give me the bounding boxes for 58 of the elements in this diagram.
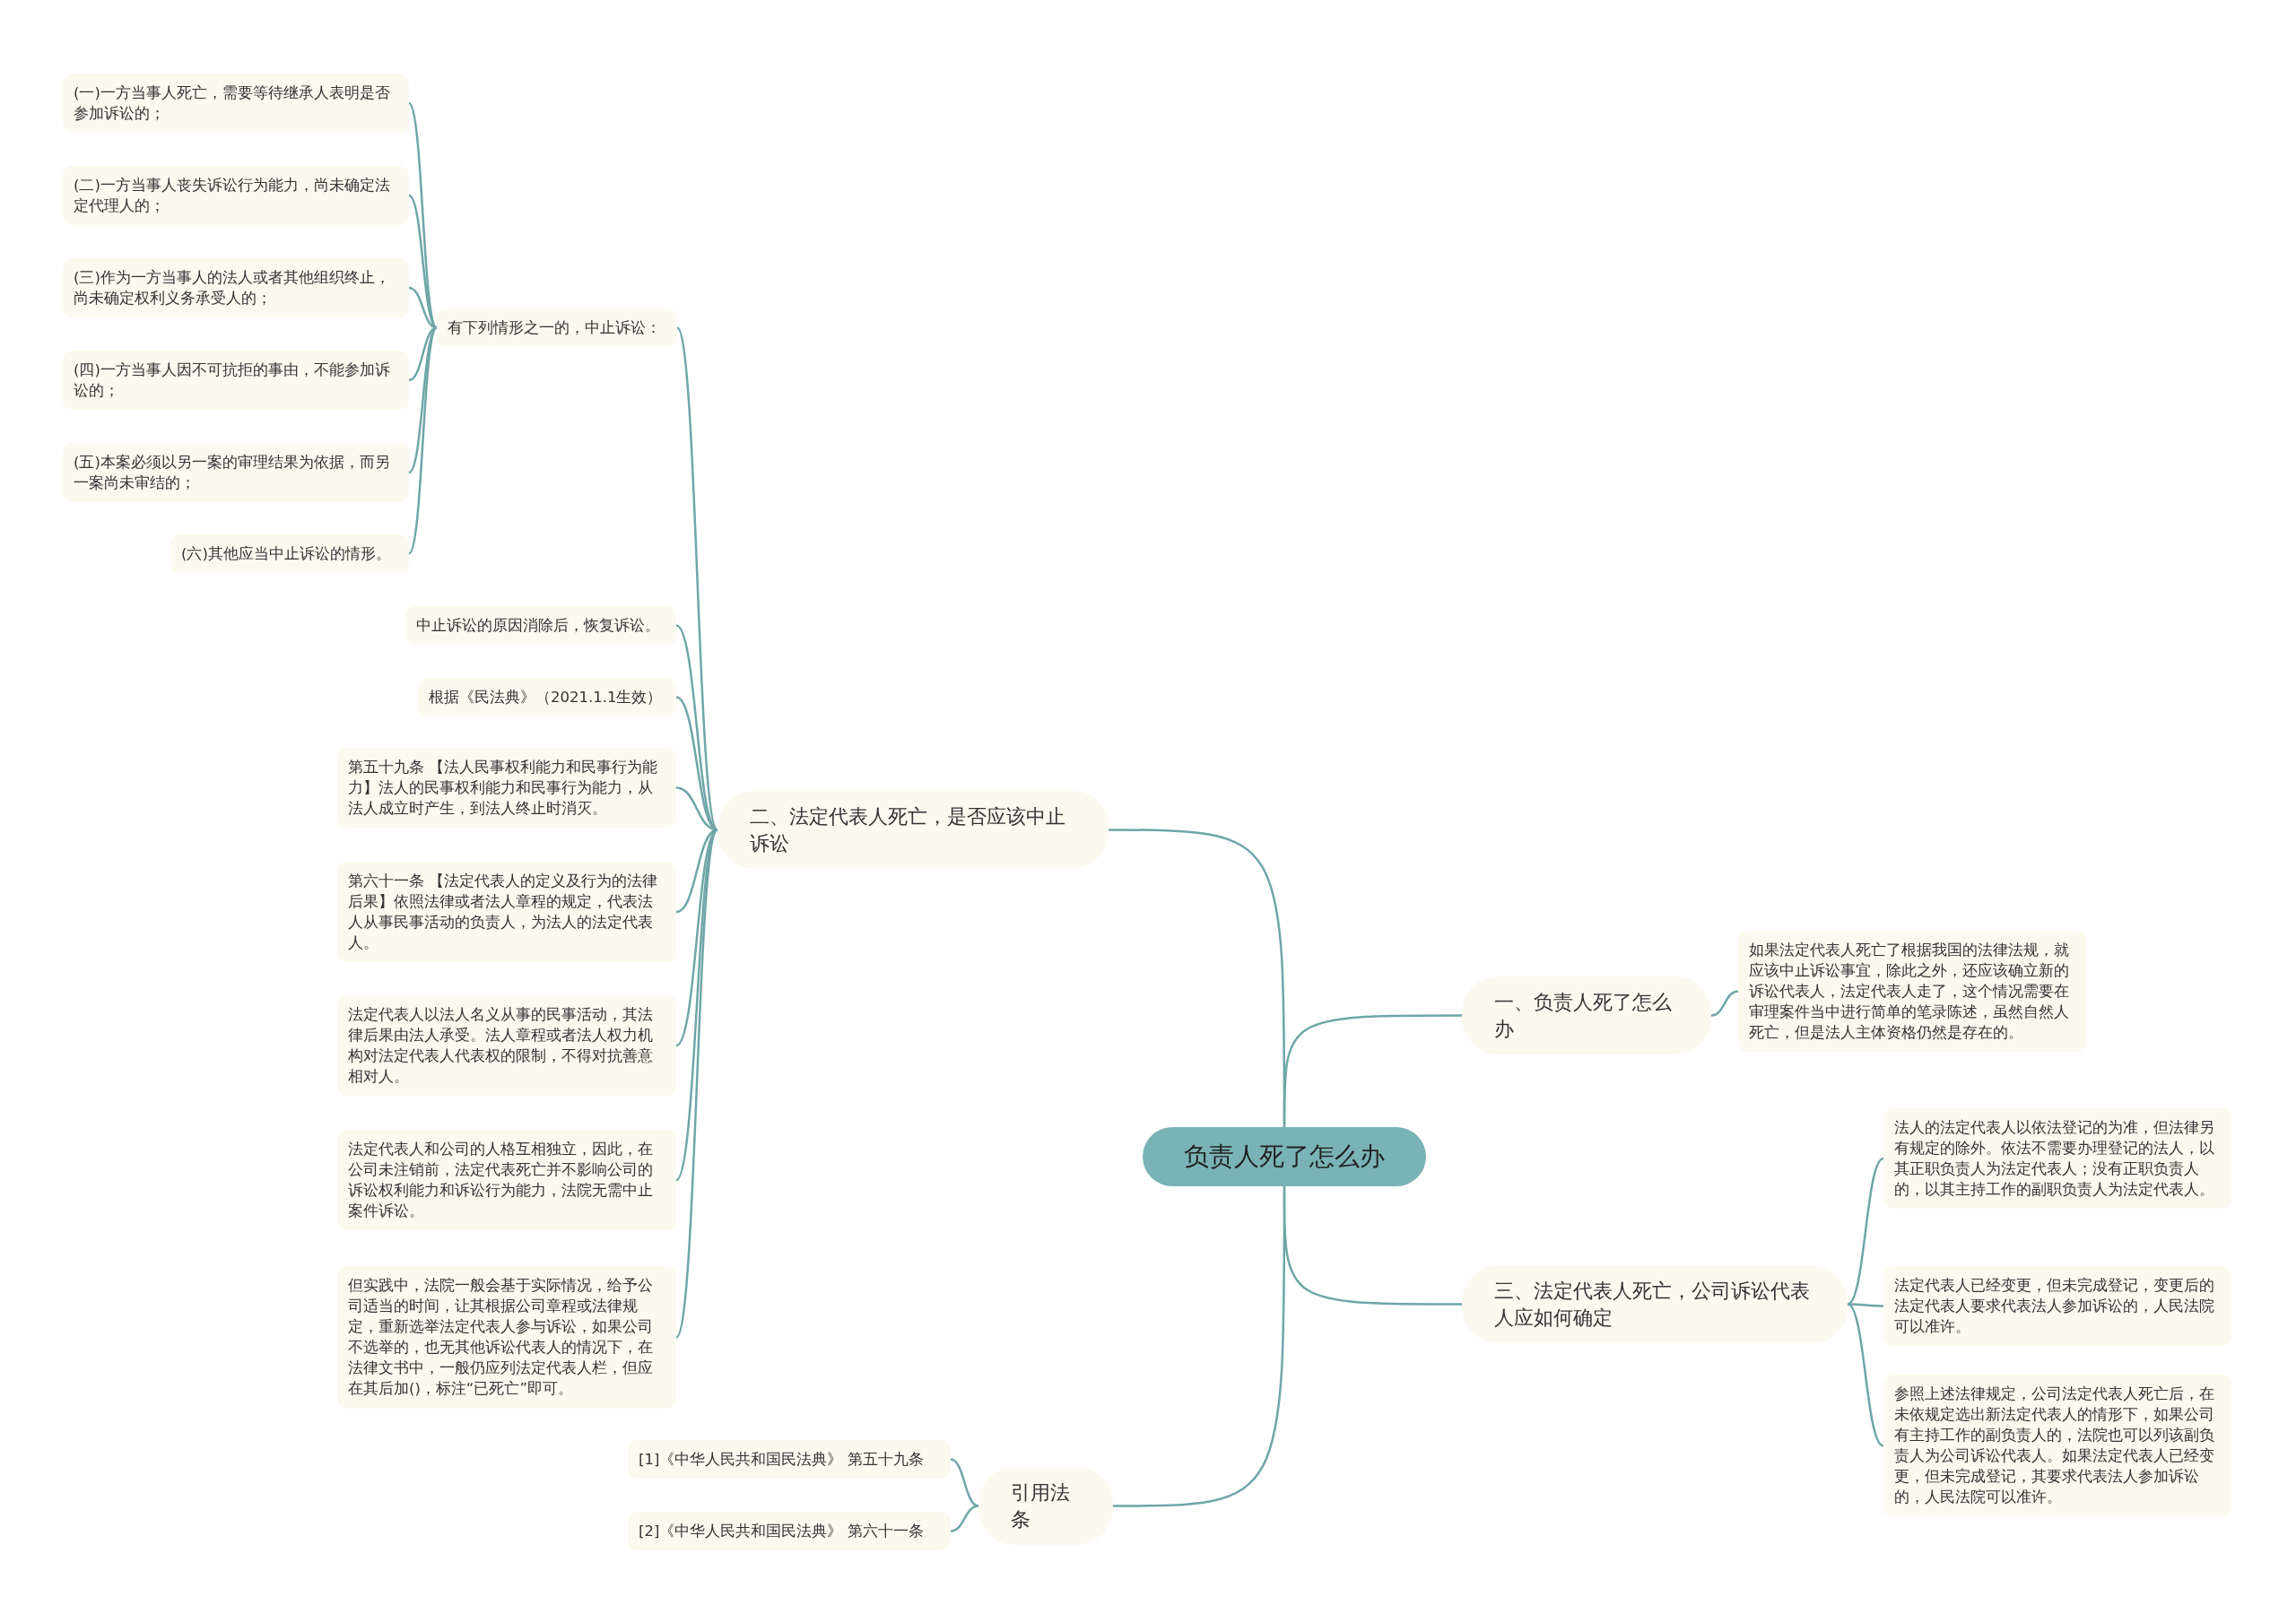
topic-text: 第五十九条 【法人民事权利能力和民事行为能力】法人的民事权利能力和民事行为能力，从法人成立时产生，到法人终止时消灭。 xyxy=(348,758,659,820)
topic-note xyxy=(337,1266,676,1409)
connector-line xyxy=(408,326,438,473)
topic-text: 法人的法定代表人以依法登记的为准，但法律另有规定的除外。依法不需要办理登记的法人，以其正职负责人为法定代表人；没有正职负责人的，以其主持工作的副职负责人为法定代表人。 xyxy=(1894,1118,2215,1201)
topic-text: (五)本案必须以另一案的审理结果为依据，而另一案尚未审结的； xyxy=(74,453,391,494)
connector-line xyxy=(1283,1014,1462,1127)
topic-text: [2]《中华人民共和国民法典》 第六十一条 xyxy=(639,1522,925,1541)
topic-note xyxy=(63,74,409,134)
topic-text: 但实践中，法院一般会基于实际情况，给予公司适当的时间，让其根据公司章程或法律规定，重新选举法定代表人参与诉讼，如果公司不选举的，也无其他诉讼代表人的情况下，在法律文书中，一般仍应列法定代表人栏，但应在其后加()，标注“已死亡”即可。 xyxy=(348,1276,654,1400)
topic-note xyxy=(63,166,409,226)
topic-text: (六)其他应当中止诉讼的情形。 xyxy=(181,544,392,564)
connector-line xyxy=(1113,1186,1286,1507)
topic-note xyxy=(628,1440,951,1480)
connector-line xyxy=(1710,990,1739,1017)
topic-note xyxy=(1883,1375,2231,1517)
topic-text: 法定代表人以法人名义从事的民事活动，其法律后果由法人承受。法人章程或者法人权力机构对法定代表人代表权的限制，不得对抗善意相对人。 xyxy=(348,1005,654,1088)
connector-line xyxy=(950,1458,979,1507)
connector-line xyxy=(674,829,719,1339)
topic-text: 法定代表人已经变更，但未完成登记，变更后的法定代表人要求代表法人参加诉讼的，人民法院可以准许。 xyxy=(1894,1276,2215,1338)
topic-note xyxy=(337,1130,676,1231)
topic-note xyxy=(337,862,676,963)
connector-line xyxy=(950,1505,979,1532)
topic-note xyxy=(170,534,409,574)
topic-text: 一、负责人死了怎么办 xyxy=(1494,990,1673,1042)
topic-text: 法定代表人和公司的人格互相独立，因此，在公司未注销前，法定代表死亡并不影响公司的诉讼权利能力和诉讼行为能力，法院无需中止案件诉讼。 xyxy=(348,1140,654,1222)
topic-note xyxy=(418,678,676,717)
connector-line xyxy=(1847,1303,1884,1447)
topic-note xyxy=(337,748,676,829)
connector-line xyxy=(1848,1303,1883,1307)
topic-note xyxy=(1738,931,2086,1053)
topic-note xyxy=(337,995,676,1097)
topic-text: (一)一方当事人死亡，需要等待继承人表明是否参加诉讼的； xyxy=(74,83,391,125)
topic-text: [1]《中华人民共和国民法典》 第五十九条 xyxy=(639,1450,925,1470)
topic-note xyxy=(405,606,676,646)
topic-note xyxy=(1883,1266,2231,1347)
topic-note xyxy=(63,258,409,318)
topic-text: (二)一方当事人丧失诉讼行为能力，尚未确定法定代理人的； xyxy=(74,176,391,217)
topic-text: (三)作为一方当事人的法人或者其他组织终止，尚未确定权利义务承受人的； xyxy=(74,268,391,309)
topic-text: 第六十一条 【法定代表人的定义及行为的法律后果】依照法律或者法人章程的规定，代表法人从事民事活动的负责人，为法人的法定代表人。 xyxy=(348,872,659,954)
topic-text: (四)一方当事人因不可抗拒的事由，不能参加诉讼的； xyxy=(74,360,391,402)
topic-text: 引用法条 xyxy=(1011,1480,1071,1532)
topic-text: 三、法定代表人死亡，公司诉讼代表人应如何确定 xyxy=(1494,1279,1811,1331)
topic-note xyxy=(1883,1108,2231,1210)
topic-text: 有下列情形之一的，中止诉讼： xyxy=(448,318,662,338)
topic-text: 中止诉讼的原因消除后，恢复诉讼。 xyxy=(416,616,661,636)
topic-text: 二、法定代表人死亡，是否应该中止诉讼 xyxy=(750,804,1066,856)
topic-text: 如果法定代表人死亡了根据我国的法律法规，就应该中止诉讼事宜，除此之外，还应该确立新的诉讼代表人，法定代表人走了，这个情况需要在审理案件当中进行简单的笔录陈述，虽然自然人死亡，但是法人主体资格仍然是存在的。 xyxy=(1749,941,2070,1044)
connector-line xyxy=(408,195,438,329)
topic-note xyxy=(63,443,409,503)
topic-note xyxy=(437,308,677,348)
topic-text: 参照上述法律规定，公司法定代表人死亡后，在未依规定选出新法定代表人的情形下，如果公司有主持工作的副负责人的，法院也可以列该副负责人为公司诉讼代表人。如果法定代表人已经变更，但未完成登记，其要求代表法人参加诉讼的，人民法院可以准许。 xyxy=(1894,1384,2215,1508)
topic-text: 根据《民法典》（2021.1.1生效） xyxy=(429,688,664,707)
connector-line xyxy=(675,326,719,831)
connector-line xyxy=(1847,1157,1884,1306)
topic-text: 负责人死了怎么办 xyxy=(1183,1141,1386,1173)
topic-note xyxy=(628,1512,951,1551)
connector-line xyxy=(408,326,438,555)
topic-note xyxy=(63,351,409,411)
